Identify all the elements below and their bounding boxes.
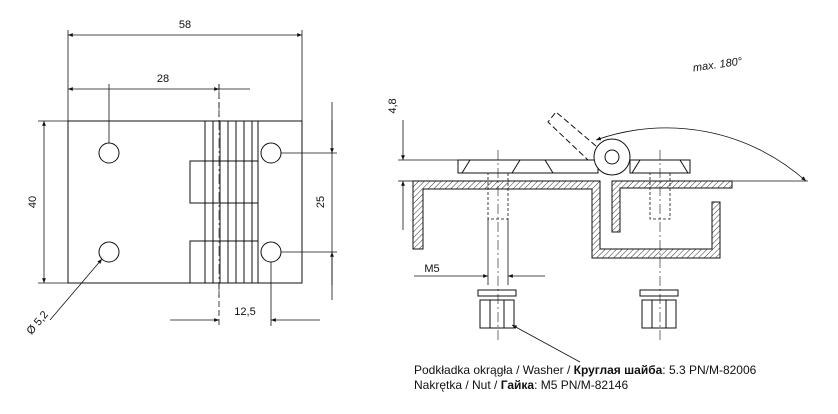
nut-note-spec: : M5 PN/M-82146 — [534, 378, 629, 392]
dimension-hole-spacing-28: 28 — [157, 73, 169, 85]
front-dimension-lines — [38, 30, 337, 326]
side-dimension-lines — [398, 120, 808, 363]
washer-nut-left — [477, 289, 517, 329]
nut-note: Nakrętka / Nut / Гайка: M5 PN/M-82146 — [414, 378, 628, 392]
dimension-thickness: 4,8 — [387, 98, 399, 113]
mounting-profile — [412, 180, 721, 259]
dimension-height-40: 40 — [27, 196, 39, 208]
hinge-front-view — [67, 120, 303, 284]
hinge-plate-outline — [67, 120, 303, 284]
mounting-hole — [98, 241, 120, 263]
nut-note-ru: Гайка — [500, 378, 535, 392]
nut-note-prefix: Nakrętka / Nut / — [414, 378, 501, 392]
washer-note-spec: : 5.3 PN/M-82006 — [662, 363, 757, 377]
washer-note-prefix: Podkładka okrągła / Washer / — [414, 363, 574, 377]
mounting-hole — [260, 241, 282, 263]
hinge-knuckles — [189, 120, 259, 284]
washer-nut-right — [639, 289, 679, 329]
washer-note-ru: Круглая шайба — [573, 363, 663, 377]
rotation-label: max. 180° — [692, 56, 743, 75]
dimension-hole-diameter: Ø 5,2 — [24, 309, 50, 337]
dimension-width-58: 58 — [179, 19, 191, 31]
dimension-hole-spacing-25: 25 — [315, 196, 327, 208]
hinge-leaf-rotated — [547, 111, 597, 161]
hinge-leaf-left — [457, 159, 599, 174]
screw-size-label: M5 — [424, 263, 439, 275]
mounting-hole — [260, 142, 282, 164]
mounting-hole — [98, 142, 120, 164]
washer-note: Podkładka okrągła / Washer / Круглая шай… — [414, 363, 756, 377]
hinge-side-view — [412, 111, 733, 329]
dimension-offset-12-5: 12,5 — [234, 306, 255, 318]
